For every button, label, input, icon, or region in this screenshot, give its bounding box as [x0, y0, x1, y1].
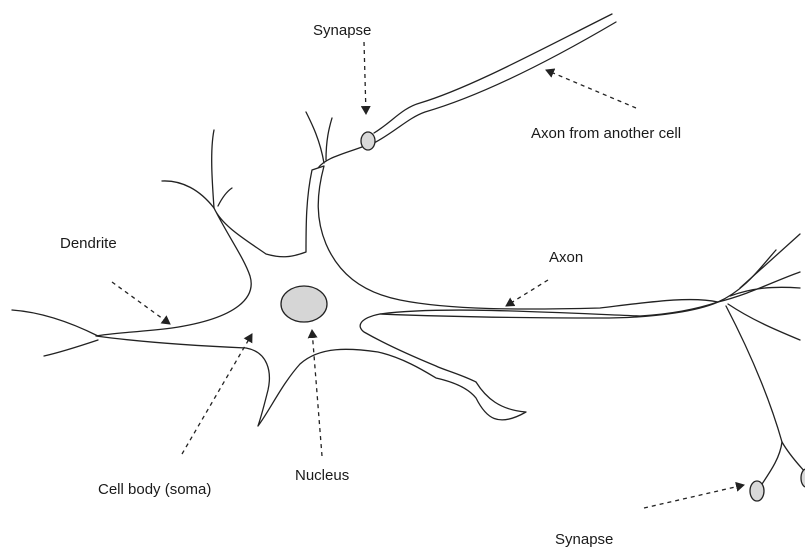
label-nucleus: Nucleus: [295, 467, 349, 484]
arrow-synapse-bottom: [644, 485, 744, 508]
synapse-bottom-terminal-2: [801, 469, 805, 487]
arrow-cell-body: [182, 334, 252, 454]
label-dendrite: Dendrite: [60, 235, 117, 252]
labels: Synapse Axon from another cell Dendrite …: [60, 22, 681, 548]
label-axon: Axon: [549, 249, 583, 266]
label-axon-from-another-cell: Axon from another cell: [531, 125, 681, 142]
arrow-synapse-top: [364, 42, 366, 114]
pointer-arrows: [112, 42, 744, 508]
upper-dendrite-branches: [162, 130, 232, 208]
left-dendrite-branches: [12, 310, 98, 356]
label-synapse-top: Synapse: [313, 22, 371, 39]
arrow-axon: [506, 280, 548, 306]
arrow-axon-from-another-cell: [546, 70, 636, 108]
axon-terminal-branches: [718, 234, 805, 484]
top-dendrites: [306, 112, 362, 168]
nucleus-shape: [281, 286, 327, 322]
label-synapse-bottom: Synapse: [555, 531, 613, 548]
incoming-axon: [374, 14, 616, 143]
synapse-top-terminal: [361, 132, 375, 150]
arrow-dendrite: [112, 282, 170, 324]
synapse-bottom-terminal: [750, 481, 764, 501]
label-cell-body: Cell body (soma): [98, 481, 211, 498]
cell-body-outline: [96, 166, 718, 426]
